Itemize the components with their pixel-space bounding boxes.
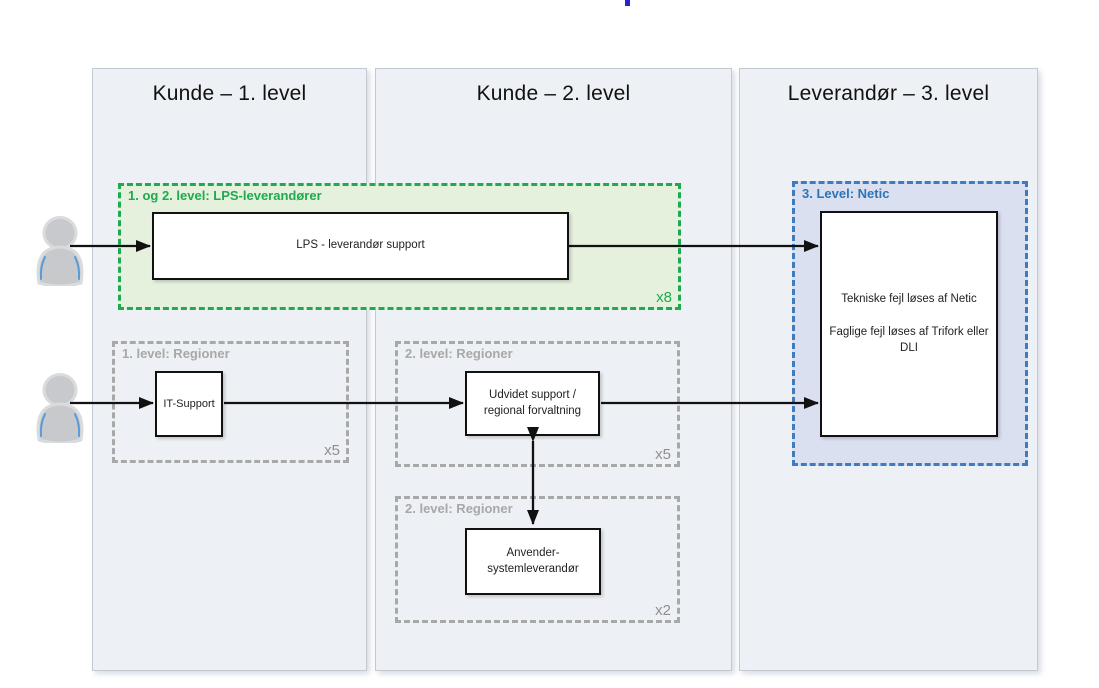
group-label: 1. level: Regioner xyxy=(122,346,230,361)
person-icon xyxy=(36,216,84,286)
group-label: 3. Level: Netic xyxy=(802,186,890,201)
group-label: 2. level: Regioner xyxy=(405,501,513,516)
cursor-dot xyxy=(625,0,630,6)
box-lps-leverandor-support: LPS - leverandør support xyxy=(152,212,569,280)
group-label: 1. og 2. level: LPS-leverandører xyxy=(128,188,322,203)
lane-title: Kunde – 1. level xyxy=(152,82,307,105)
box-label: LPS - leverandør support xyxy=(296,239,425,252)
box-udvidet-support: Udvidet support / regional forvaltning xyxy=(465,371,600,436)
lane-title: Kunde – 2. level xyxy=(476,82,631,105)
multiplier-badge: x8 xyxy=(656,289,672,306)
box-it-support: IT-Support xyxy=(155,371,223,437)
box-netic-resolution: Tekniske fejl løses af Netic Faglige fej… xyxy=(820,211,998,437)
box-anvendersystemleverandor: Anvender-systemleverandør xyxy=(465,528,601,595)
multiplier-badge: x5 xyxy=(655,446,671,463)
box-text-line: Tekniske fejl løses af Netic xyxy=(841,292,977,305)
multiplier-badge: x2 xyxy=(655,602,671,619)
box-label: Anvender-systemleverandør xyxy=(487,546,579,575)
lane-kunde-1-level: Kunde – 1. level xyxy=(92,68,367,671)
box-text-line: Faglige fejl løses af Trifork eller DLI xyxy=(829,326,989,354)
person-icon xyxy=(36,373,84,443)
box-label: Udvidet support / regional forvaltning xyxy=(483,388,582,417)
group-label: 2. level: Regioner xyxy=(405,346,513,361)
multiplier-badge: x5 xyxy=(324,442,340,459)
lane-title: Leverandør – 3. level xyxy=(787,82,990,105)
group-region-level1: 1. level: Regioner x5 xyxy=(112,341,349,463)
box-label: IT-Support xyxy=(163,397,215,410)
